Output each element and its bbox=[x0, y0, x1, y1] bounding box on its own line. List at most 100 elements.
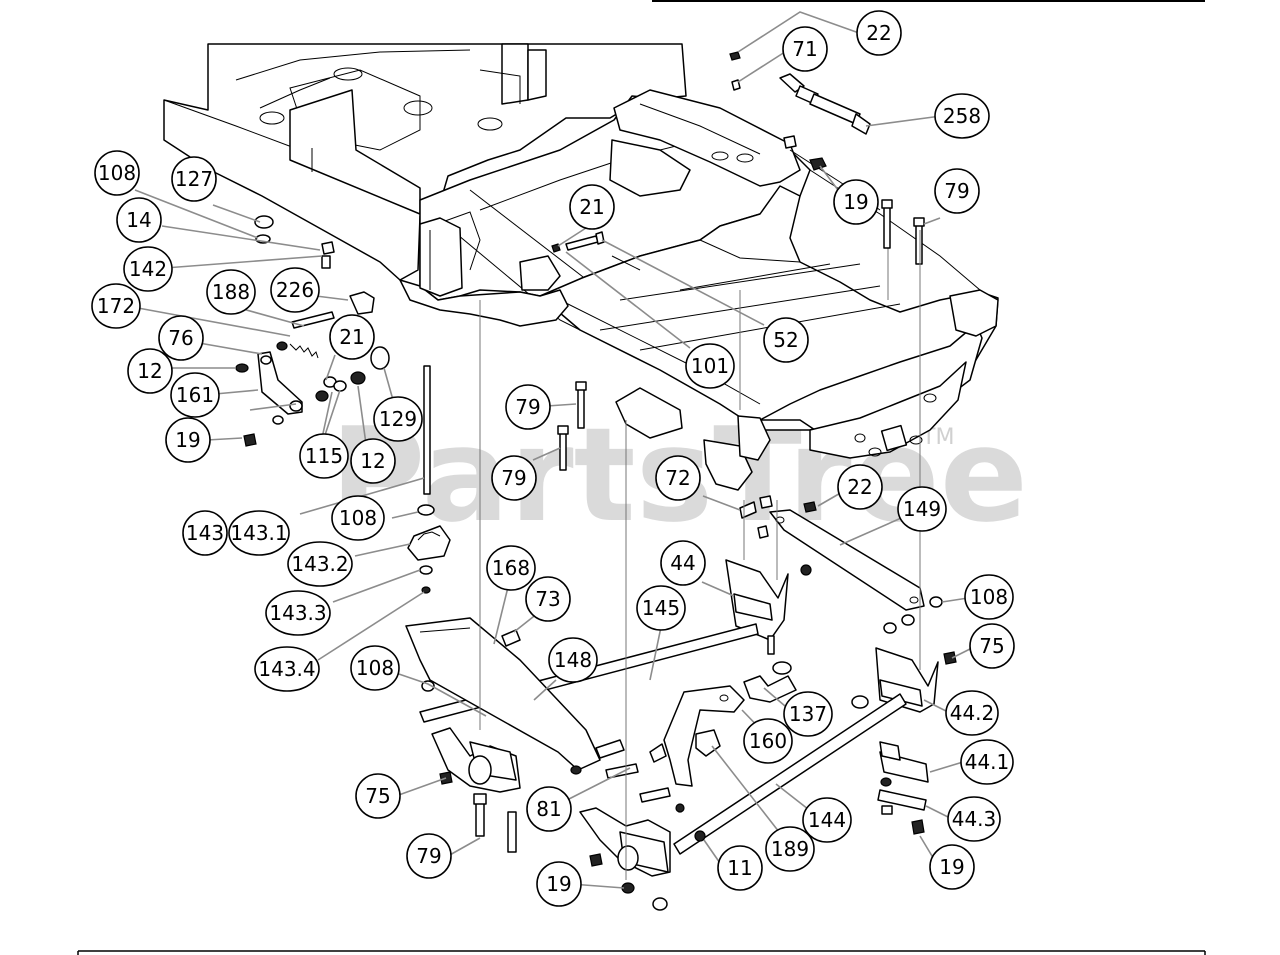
callout-144[interactable]: 144 bbox=[802, 797, 852, 843]
svg-text:172: 172 bbox=[97, 294, 135, 318]
main-frame-drawing bbox=[163, 43, 999, 491]
callout-21-left[interactable]: 21 bbox=[329, 314, 375, 360]
callout-226[interactable]: 226 bbox=[270, 267, 320, 313]
callout-143-1[interactable]: 143.1 bbox=[228, 510, 290, 556]
svg-text:108: 108 bbox=[356, 656, 394, 680]
callout-75-right[interactable]: 75 bbox=[969, 623, 1015, 669]
svg-text:75: 75 bbox=[979, 634, 1004, 658]
svg-text:76: 76 bbox=[168, 326, 193, 350]
callout-143-3[interactable]: 143.3 bbox=[265, 590, 331, 636]
svg-text:79: 79 bbox=[515, 395, 540, 419]
callout-258[interactable]: 258 bbox=[934, 93, 990, 139]
callout-129[interactable]: 129 bbox=[373, 396, 423, 442]
svg-text:72: 72 bbox=[665, 466, 690, 490]
callout-137[interactable]: 137 bbox=[783, 691, 833, 737]
callout-79-center-top[interactable]: 79 bbox=[505, 384, 551, 430]
callout-79-right-top[interactable]: 79 bbox=[934, 168, 980, 214]
callout-143-4[interactable]: 143.4 bbox=[254, 646, 320, 692]
callout-108-center[interactable]: 108 bbox=[331, 495, 385, 541]
svg-text:108: 108 bbox=[339, 506, 377, 530]
callout-108-lower-left[interactable]: 108 bbox=[350, 645, 400, 691]
callout-143[interactable]: 143 bbox=[182, 510, 228, 556]
callout-75-left[interactable]: 75 bbox=[355, 773, 401, 819]
callout-12-center[interactable]: 12 bbox=[350, 438, 396, 484]
svg-text:129: 129 bbox=[379, 407, 417, 431]
callout-189[interactable]: 189 bbox=[765, 826, 815, 872]
callout-71[interactable]: 71 bbox=[782, 26, 828, 72]
svg-text:189: 189 bbox=[771, 837, 809, 861]
svg-text:79: 79 bbox=[416, 844, 441, 868]
callout-143-2[interactable]: 143.2 bbox=[287, 541, 353, 587]
svg-text:79: 79 bbox=[944, 179, 969, 203]
svg-text:101: 101 bbox=[691, 354, 729, 378]
callout-21-center[interactable]: 21 bbox=[569, 184, 615, 230]
callout-79-lower-left[interactable]: 79 bbox=[406, 833, 452, 879]
svg-text:161: 161 bbox=[176, 383, 214, 407]
callout-142[interactable]: 142 bbox=[123, 246, 173, 292]
bottom-frame bbox=[77, 950, 1206, 955]
callout-108-right[interactable]: 108 bbox=[964, 574, 1014, 620]
svg-text:44.2: 44.2 bbox=[950, 701, 995, 725]
svg-text:11: 11 bbox=[727, 856, 752, 880]
svg-text:108: 108 bbox=[98, 161, 136, 185]
callout-81[interactable]: 81 bbox=[526, 786, 572, 832]
callout-115[interactable]: 115 bbox=[299, 433, 349, 479]
callout-19-bottom-right[interactable]: 19 bbox=[929, 844, 975, 890]
svg-text:108: 108 bbox=[970, 585, 1008, 609]
svg-text:19: 19 bbox=[175, 428, 200, 452]
svg-text:44.1: 44.1 bbox=[965, 750, 1010, 774]
callout-168[interactable]: 168 bbox=[486, 545, 536, 591]
callout-52[interactable]: 52 bbox=[763, 317, 809, 363]
callout-72[interactable]: 72 bbox=[655, 455, 701, 501]
svg-text:19: 19 bbox=[843, 190, 868, 214]
svg-text:142: 142 bbox=[129, 257, 167, 281]
callout-14[interactable]: 14 bbox=[116, 197, 162, 243]
svg-text:188: 188 bbox=[212, 280, 250, 304]
svg-text:22: 22 bbox=[866, 21, 891, 45]
svg-text:52: 52 bbox=[773, 328, 798, 352]
callout-148[interactable]: 148 bbox=[548, 637, 598, 683]
callout-22-center[interactable]: 22 bbox=[837, 464, 883, 510]
svg-text:149: 149 bbox=[903, 497, 941, 521]
svg-text:143.1: 143.1 bbox=[230, 521, 287, 545]
callout-73[interactable]: 73 bbox=[525, 576, 571, 622]
svg-text:226: 226 bbox=[276, 278, 314, 302]
callout-44-1[interactable]: 44.1 bbox=[960, 739, 1014, 785]
svg-text:148: 148 bbox=[554, 648, 592, 672]
svg-text:19: 19 bbox=[939, 855, 964, 879]
callout-22-top[interactable]: 22 bbox=[856, 10, 902, 56]
callout-44[interactable]: 44 bbox=[660, 540, 706, 586]
callout-79-center[interactable]: 79 bbox=[491, 455, 537, 501]
callout-12-left[interactable]: 12 bbox=[127, 348, 173, 394]
callout-19-right-top[interactable]: 19 bbox=[833, 179, 879, 225]
svg-text:137: 137 bbox=[789, 702, 827, 726]
svg-text:168: 168 bbox=[492, 556, 530, 580]
svg-text:22: 22 bbox=[847, 475, 872, 499]
svg-text:258: 258 bbox=[943, 104, 981, 128]
callout-19-bottom-center[interactable]: 19 bbox=[536, 861, 582, 907]
callout-160[interactable]: 160 bbox=[743, 718, 793, 764]
svg-text:143: 143 bbox=[186, 521, 224, 545]
callout-44-2[interactable]: 44.2 bbox=[945, 690, 999, 736]
callout-19-left[interactable]: 19 bbox=[165, 417, 211, 463]
callout-127[interactable]: 127 bbox=[171, 156, 217, 202]
callouts: 22 71 258 19 79 21 108 127 14 142 226 18… bbox=[91, 10, 1015, 907]
callout-145[interactable]: 145 bbox=[636, 585, 686, 631]
svg-text:14: 14 bbox=[126, 208, 151, 232]
callout-44-3[interactable]: 44.3 bbox=[947, 796, 1001, 842]
callout-188[interactable]: 188 bbox=[206, 269, 256, 315]
svg-text:21: 21 bbox=[579, 195, 604, 219]
svg-text:143.2: 143.2 bbox=[291, 552, 348, 576]
callout-108-left-top[interactable]: 108 bbox=[94, 150, 140, 196]
callout-76[interactable]: 76 bbox=[158, 315, 204, 361]
callout-11[interactable]: 11 bbox=[717, 845, 763, 891]
svg-text:12: 12 bbox=[360, 449, 385, 473]
callout-161[interactable]: 161 bbox=[170, 372, 220, 418]
svg-text:145: 145 bbox=[642, 596, 680, 620]
svg-text:144: 144 bbox=[808, 808, 846, 832]
callout-101[interactable]: 101 bbox=[685, 343, 735, 389]
callout-172[interactable]: 172 bbox=[91, 283, 141, 329]
svg-text:21: 21 bbox=[339, 325, 364, 349]
callout-149[interactable]: 149 bbox=[897, 486, 947, 532]
